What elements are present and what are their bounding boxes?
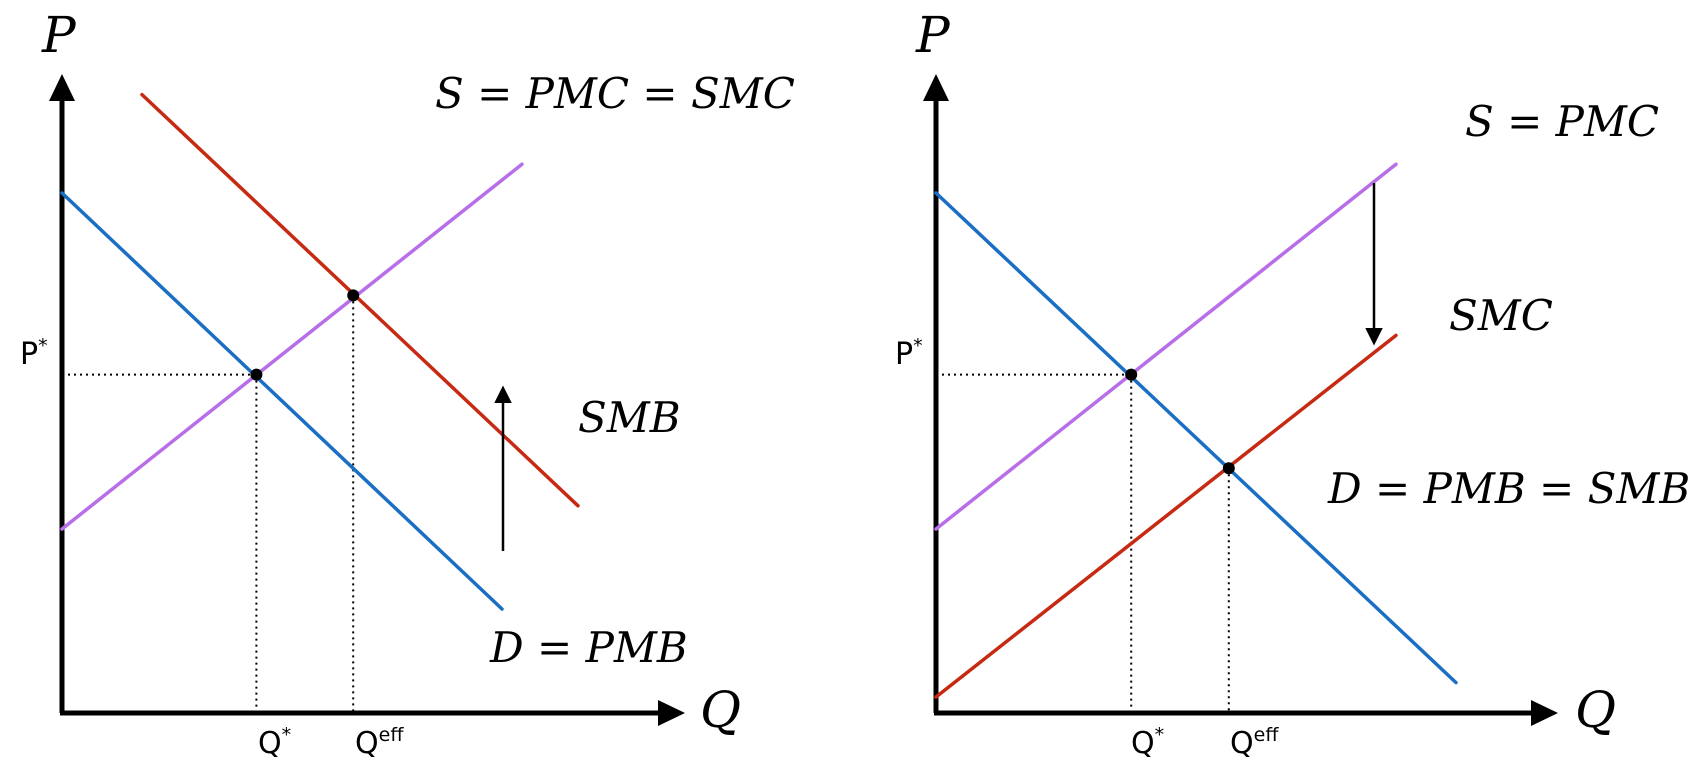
panel-negative-externality: P Q S = PMC SMC D = PMB = SMB P* Q* Qeff xyxy=(895,6,1690,761)
x-axis-arrowhead xyxy=(658,700,685,726)
efficient-equilibrium-point xyxy=(347,289,360,302)
demand-curve-label: D = PMB = SMB xyxy=(1327,464,1690,513)
x-axis-title: Q xyxy=(1575,681,1616,739)
q-efficient-tick-label: Qeff xyxy=(355,724,404,761)
supply-curve-label: S = PMC = SMC xyxy=(435,69,795,118)
q-market-tick-label: Q* xyxy=(258,724,291,761)
social-benefit-curve xyxy=(140,92,580,508)
social-cost-curve xyxy=(934,333,1398,699)
supply-curve xyxy=(60,162,524,531)
market-equilibrium-point xyxy=(250,368,263,381)
y-axis-arrowhead xyxy=(49,74,75,101)
demand-curve xyxy=(934,191,1458,685)
panel-positive-externality: P Q S = PMC = SMC SMB D = PMB P* Q* Qeff xyxy=(20,6,795,761)
q-market-tick-label: Q* xyxy=(1131,724,1164,761)
y-axis-arrowhead xyxy=(923,74,949,101)
supply-curve-label: S = PMC xyxy=(1465,97,1659,146)
y-axis-title: P xyxy=(915,6,951,64)
efficient-equilibrium-point xyxy=(1222,462,1235,475)
x-axis-title: Q xyxy=(700,681,741,739)
demand-curve-label: D = PMB xyxy=(489,623,688,672)
social-benefit-curve-label: SMB xyxy=(578,393,681,442)
y-axis-title: P xyxy=(41,6,77,64)
social-cost-curve-label: SMC xyxy=(1449,291,1553,340)
demand-curve xyxy=(60,191,504,611)
supply-curve xyxy=(934,162,1398,531)
price-tick-label: P* xyxy=(895,335,923,372)
q-efficient-tick-label: Qeff xyxy=(1230,724,1279,761)
price-tick-label: P* xyxy=(20,335,48,372)
x-axis-arrowhead xyxy=(1531,700,1558,726)
market-equilibrium-point xyxy=(1125,368,1138,381)
